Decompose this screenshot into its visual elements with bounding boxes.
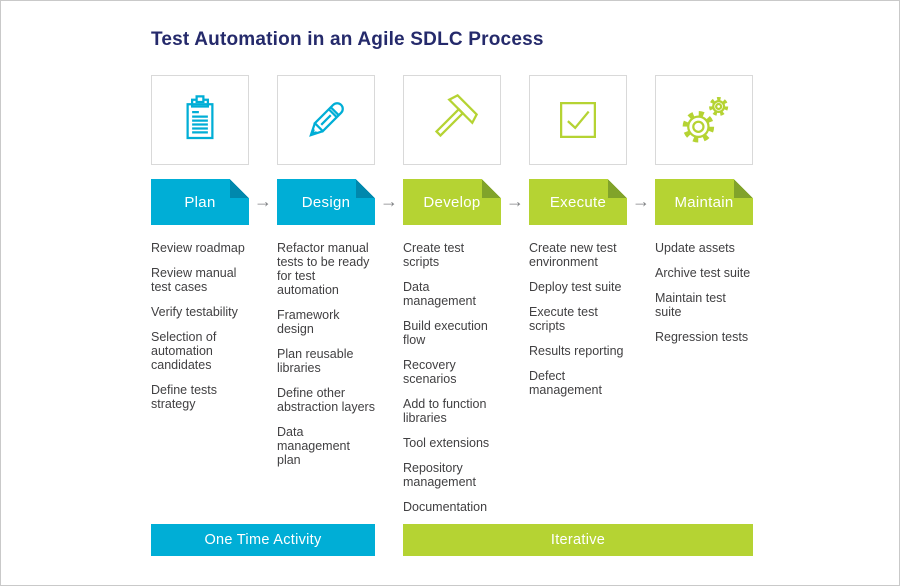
iterative-bar: Iterative [403,524,753,556]
list-item: Repository management [403,461,476,489]
maintain-activities: Update assets Archive test suite Maintai… [655,241,753,525]
tab-plan-label: Plan [184,193,216,211]
design-activities: Refactor manual tests to be ready for te… [277,241,375,525]
list-item: Recovery scenarios [403,358,457,386]
list-item: Data management [403,280,476,308]
gears-icon [682,96,729,143]
list-item: Archive test suite [655,266,751,280]
list-item: Regression tests [655,330,749,344]
list-item: Deploy test suite [529,280,622,294]
tab-design-label: Design [301,193,351,211]
list-item: Update assets [655,241,735,255]
list-item: Define tests strategy [151,383,218,411]
list-item: Refactor manual tests to be ready for te… [277,241,370,297]
list-item: Selection of automation candidates [151,330,217,372]
list-item: Verify testability [151,305,238,319]
tab-maintain: Maintain [655,179,753,225]
plan-activities: Review roadmap Review manual test cases … [151,241,249,525]
list-item: Build execution flow [403,319,488,347]
tab-maintain-label: Maintain [674,193,734,211]
one-time-activity-bar: One Time Activity [151,524,375,556]
arrow-right-icon: → [632,191,650,211]
maintain-icon-box [655,75,753,165]
execute-activities: Create new test environment Deploy test … [529,241,627,525]
execute-icon-box [529,75,627,165]
list-item: Create test scripts [403,241,465,269]
list-item: Tool extensions [403,436,490,450]
arrow-right-icon: → [506,191,524,211]
list-item: Review roadmap [151,241,245,255]
list-item: Review manual test cases [151,266,237,294]
icons-row [151,75,753,165]
design-icon-box [277,75,375,165]
list-item: Add to function libraries [403,397,487,425]
activity-lists-row: Review roadmap Review manual test cases … [151,241,753,525]
list-item: Framework design [277,308,340,336]
arrow-right-icon: → [380,191,398,211]
develop-activities: Create test scripts Data management Buil… [403,241,501,525]
tab-execute-label: Execute [549,193,607,211]
list-item: Documentation [403,500,488,514]
hammer-icon [434,93,479,138]
list-item: Define other abstraction layers [277,386,375,414]
list-item: Plan reusable libraries [277,347,354,375]
develop-icon-box [403,75,501,165]
pencil-icon [309,102,344,137]
list-item: Create new test environment [529,241,617,269]
list-item: Defect management [529,369,602,397]
tab-develop-label: Develop [423,193,481,211]
arrow-right-icon: → [254,191,272,211]
stage-tabs-row: Plan → Design → Develop → Execute → Main… [151,179,753,225]
tab-execute: Execute [529,179,627,225]
list-item: Maintain test suite [655,291,726,319]
clipboard-icon [186,95,214,140]
iterative-label: Iterative [550,532,606,548]
list-item: Results reporting [529,344,624,358]
one-time-activity-label: One Time Activity [204,532,322,548]
list-item: Data management plan [277,425,350,467]
list-item: Execute test scripts [529,305,598,333]
checkbox-icon [560,102,596,138]
tab-plan: Plan [151,179,249,225]
tab-develop: Develop [403,179,501,225]
plan-icon-box [151,75,249,165]
page-title: Test Automation in an Agile SDLC Process [151,29,544,50]
tab-design: Design [277,179,375,225]
